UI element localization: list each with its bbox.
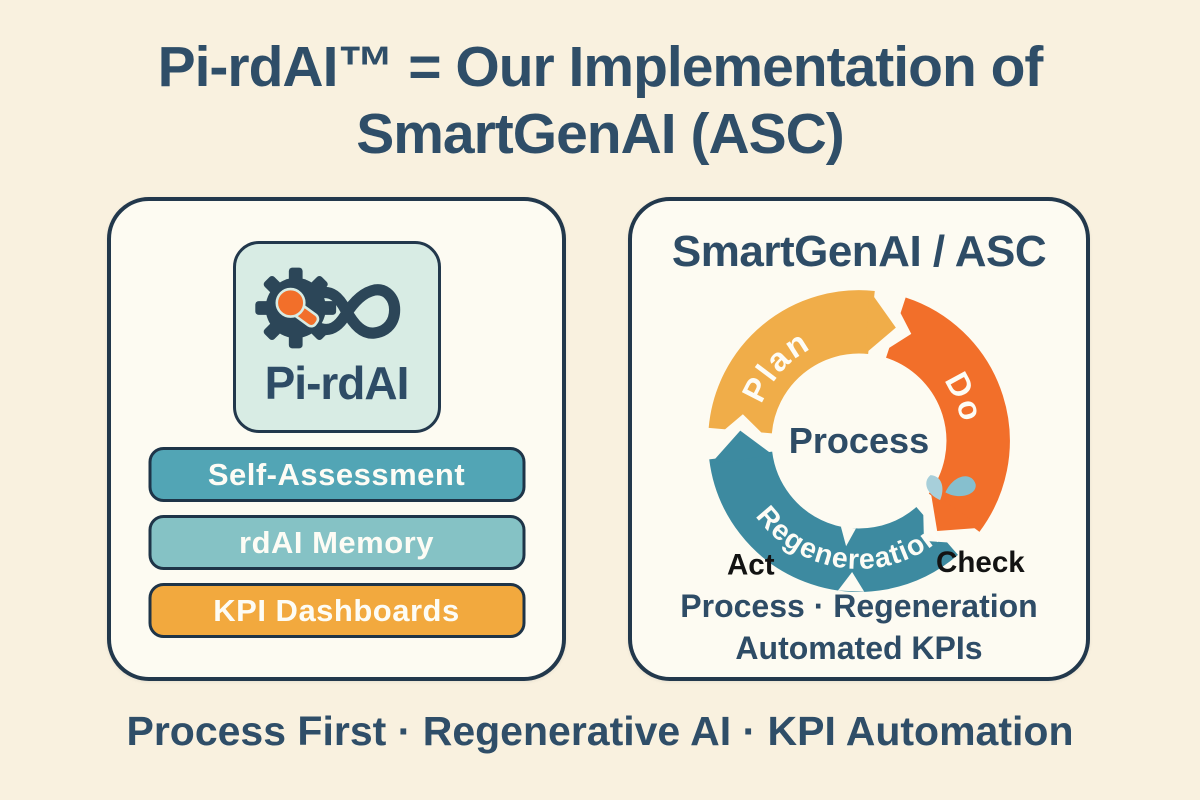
do-arrowhead xyxy=(930,491,983,531)
chevron-gap-top xyxy=(877,293,912,356)
check-label: Check xyxy=(936,546,1025,579)
act-label: Act xyxy=(727,548,775,581)
pill-rdai-memory-label: rdAI Memory xyxy=(239,524,434,560)
pill-self-assessment-label: Self-Assessment xyxy=(207,456,466,492)
pdca-cycle-diagram: Plan Do Regenereation Process Act Check xyxy=(708,290,1025,592)
key-icon xyxy=(275,287,319,328)
feature-pill-stack: Self-Assessment rdAI Memory KPI Dashboar… xyxy=(148,447,525,638)
pirdai-card: Pi-rdAI Self-Assessment rdAI Memory KPI … xyxy=(107,197,566,681)
chevron-nick-inner xyxy=(840,526,856,547)
main-title-line-2: SmartGenAI (ASC) xyxy=(356,101,845,166)
pill-kpi-dashboards-label: KPI Dashboards xyxy=(213,592,460,628)
infinity-loop xyxy=(310,284,400,339)
main-title: Pi-rdAI™ = Our Implementation of SmartGe… xyxy=(0,34,1200,167)
smartgenai-card: SmartGenAI / ASC xyxy=(628,197,1090,681)
page-footer: Process First · Regenerative AI · KPI Au… xyxy=(126,708,1074,754)
regeneration-arrowhead xyxy=(709,430,773,465)
leaf-icon xyxy=(926,475,976,501)
pill-self-assessment: Self-Assessment xyxy=(148,447,525,502)
smartgenai-summary-line-2: Automated KPIs xyxy=(735,630,983,667)
chevron-nick-outer xyxy=(838,571,865,592)
smartgenai-summary-line-1: Process · Regeneration xyxy=(680,588,1038,624)
process-center-label: Process xyxy=(789,420,929,461)
main-title-line-1: Pi-rdAI™ = Our Implementation of xyxy=(157,35,1044,99)
pirdai-logo-box: Pi-rdAI xyxy=(232,241,441,433)
pill-rdai-memory: rdAI Memory xyxy=(148,515,525,570)
pill-kpi-dashboards: KPI Dashboards xyxy=(148,583,525,638)
gear-infinity-icon xyxy=(254,267,400,349)
chevron-gap-left xyxy=(708,414,772,444)
plan-segment xyxy=(708,290,875,435)
pirdai-logo-label: Pi-rdAI xyxy=(264,357,410,409)
smartgenai-summary: Process · Regeneration Automated KPIs xyxy=(632,585,1086,669)
smartgenai-card-title: SmartGenAI / ASC xyxy=(671,227,1047,276)
plan-arrowhead xyxy=(865,290,896,354)
regeneration-segment xyxy=(709,450,958,592)
